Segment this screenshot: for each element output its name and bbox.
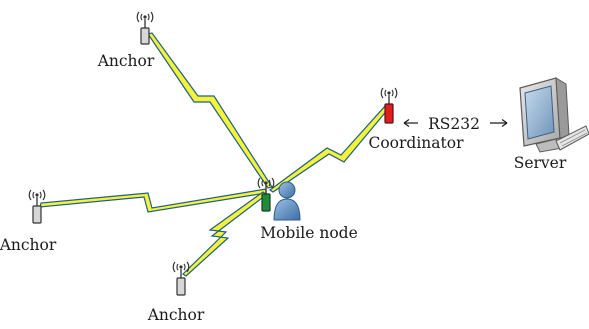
right-arrow-icon: [501, 119, 508, 127]
wireless-link-top-anchor: [147, 32, 273, 189]
mobile-node-label: Mobile node: [260, 224, 358, 242]
person-icon: [273, 181, 301, 221]
anchor-label-left: Anchor: [0, 236, 57, 254]
anchor-node-top: [136, 11, 154, 45]
rs232-label: RS232: [428, 115, 480, 133]
anchor-node-left: [28, 189, 46, 224]
server-label: Server: [514, 154, 567, 172]
rs232-connection: RS232: [403, 115, 508, 133]
left-arrow-icon: [403, 119, 410, 127]
wireless-link-left-anchor: [39, 188, 267, 213]
server-computer-icon: [519, 77, 589, 153]
coordinator-node: [380, 87, 398, 124]
anchor-label-top: Anchor: [97, 52, 155, 70]
mobile-node: [257, 177, 301, 221]
coordinator-label: Coordinator: [368, 134, 464, 152]
anchor-node-bottom: [172, 261, 190, 296]
anchor-label-bottom: Anchor: [147, 306, 205, 324]
